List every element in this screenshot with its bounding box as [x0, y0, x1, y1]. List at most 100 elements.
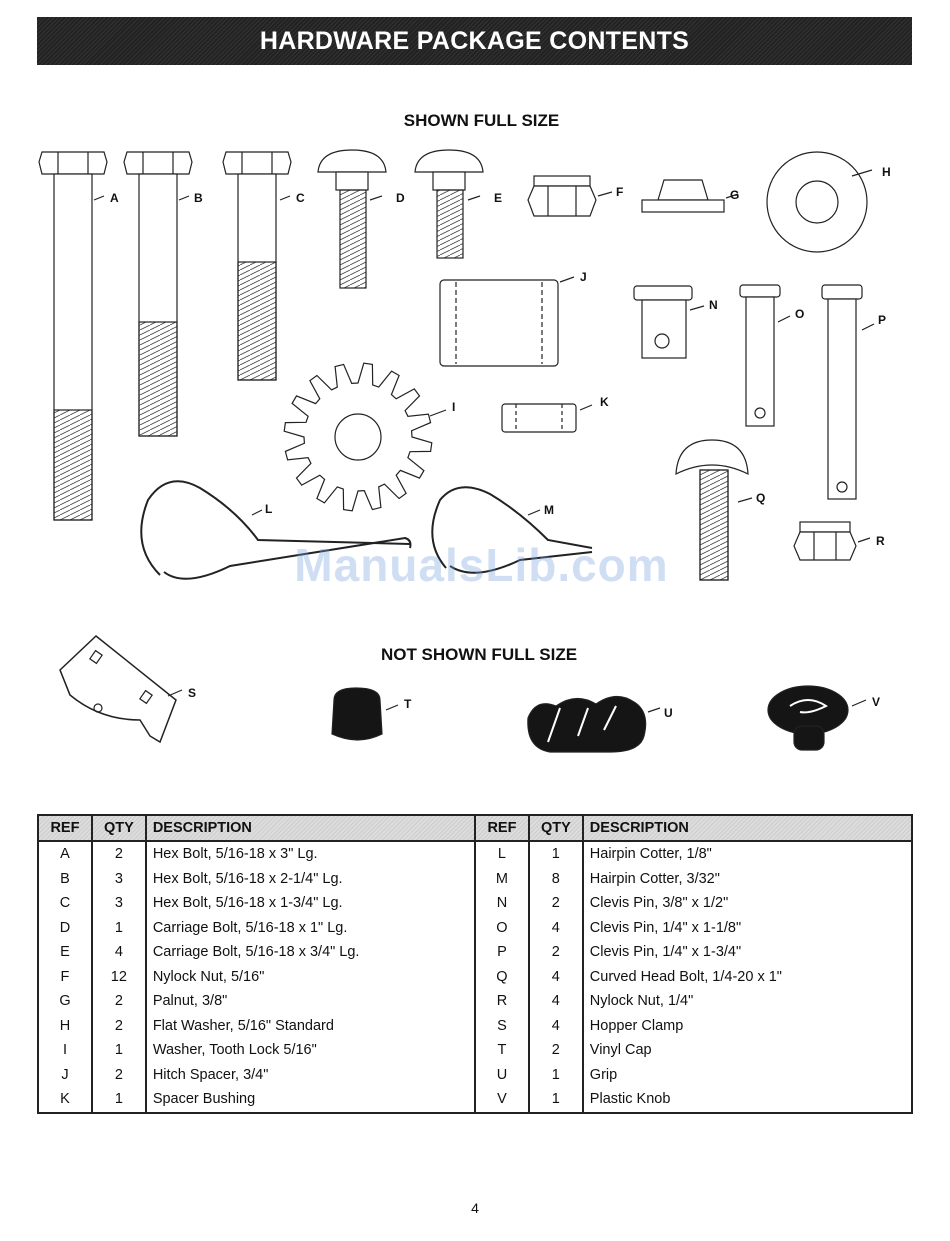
left-ref-cell: A	[37, 841, 93, 867]
left-desc-cell: Washer, Tooth Lock 5/16"	[144, 1038, 476, 1063]
page-title: HARDWARE PACKAGE CONTENTS	[259, 26, 690, 55]
page-number: 4	[471, 1200, 479, 1216]
left-desc-cell: Flat Washer, 5/16" Standard	[144, 1013, 476, 1038]
right-ref-cell: O	[473, 915, 530, 940]
label-t: T	[404, 697, 412, 711]
left-qty-cell: 3	[90, 891, 147, 916]
left-desc-cell: Hex Bolt, 5/16-18 x 1-3/4" Lg.	[144, 891, 476, 916]
hairpin-cotter-m-drawing	[431, 486, 593, 574]
right-desc-cell: Curved Head Bolt, 1/4-20 x 1"	[581, 964, 914, 989]
right-desc-cell: Grip	[581, 1062, 914, 1087]
left-ref-cell: G	[37, 989, 93, 1014]
right-ref-cell: U	[473, 1062, 530, 1087]
left-desc-cell: Palnut, 3/8"	[144, 989, 476, 1014]
left-desc-cell: Carriage Bolt, 5/16-18 x 1" Lg.	[144, 915, 476, 940]
title-banner: HARDWARE PACKAGE CONTENTS	[37, 17, 912, 65]
right-ref-cell: S	[473, 1013, 530, 1038]
left-ref-cell: C	[37, 891, 93, 916]
right-ref-cell: V	[473, 1087, 530, 1114]
right-desc-cell: Hopper Clamp	[581, 1013, 914, 1038]
right-ref-cell: P	[473, 940, 530, 965]
label-h: H	[882, 165, 891, 179]
header-qty-left: QTY	[90, 814, 147, 842]
header-ref-right: REF	[473, 814, 530, 842]
hopper-clamp-s-drawing	[59, 635, 183, 744]
header-description-left: DESCRIPTION	[144, 814, 476, 842]
label-k: K	[600, 395, 609, 409]
nylock-nut-f-drawing	[527, 175, 613, 217]
left-desc-cell: Spacer Bushing	[144, 1087, 476, 1114]
hex-bolt-b-drawing	[123, 151, 193, 437]
right-ref-cell: R	[473, 989, 530, 1014]
left-ref-cell: H	[37, 1013, 93, 1038]
left-qty-cell: 12	[90, 964, 147, 989]
right-qty-cell: 4	[527, 915, 584, 940]
left-qty-cell: 2	[90, 1062, 147, 1087]
right-ref-cell: T	[473, 1038, 530, 1063]
left-ref-cell: D	[37, 915, 93, 940]
header-ref-left: REF	[37, 814, 93, 842]
left-ref-cell: I	[37, 1038, 93, 1063]
flat-washer-h-drawing	[766, 151, 873, 253]
left-qty-cell: 2	[90, 1013, 147, 1038]
left-ref-cell: K	[37, 1087, 93, 1114]
right-qty-cell: 2	[527, 1038, 584, 1063]
curved-head-bolt-q-drawing	[675, 439, 753, 581]
left-qty-cell: 3	[90, 866, 147, 891]
label-v: V	[872, 695, 880, 709]
right-ref-cell: Q	[473, 964, 530, 989]
hairpin-cotter-l-drawing	[140, 480, 412, 580]
right-qty-cell: 2	[527, 940, 584, 965]
left-desc-cell: Hex Bolt, 5/16-18 x 3" Lg.	[144, 841, 476, 867]
label-r: R	[876, 534, 885, 548]
label-c: C	[296, 191, 305, 205]
left-desc-cell: Carriage Bolt, 5/16-18 x 3/4" Lg.	[144, 940, 476, 965]
label-u: U	[664, 706, 673, 720]
left-desc-cell: Hitch Spacer, 3/4"	[144, 1062, 476, 1087]
table-header-row: REF QTY DESCRIPTION REF QTY DESCRIPTION	[37, 814, 914, 842]
left-desc-cell: Nylock Nut, 5/16"	[144, 964, 476, 989]
not-shown-full-size-heading: NOT SHOWN FULL SIZE	[380, 645, 578, 664]
right-ref-cell: M	[473, 866, 530, 891]
clevis-pin-o-drawing	[739, 284, 791, 427]
tooth-lock-washer-i-drawing	[283, 362, 447, 512]
left-ref-cell: E	[37, 940, 93, 965]
label-m: M	[544, 503, 554, 517]
label-l: L	[265, 502, 272, 516]
label-s: S	[188, 686, 196, 700]
label-g: G	[730, 188, 739, 202]
plastic-knob-v-drawing	[767, 685, 867, 751]
vinyl-cap-t-drawing	[331, 687, 399, 741]
left-ref-cell: J	[37, 1062, 93, 1087]
hex-bolt-a-drawing	[38, 151, 108, 521]
label-d: D	[396, 191, 405, 205]
carriage-bolt-e-drawing	[414, 149, 484, 259]
label-q: Q	[756, 491, 765, 505]
label-o: O	[795, 307, 804, 321]
right-ref-cell: N	[473, 891, 530, 916]
label-a: A	[110, 191, 119, 205]
label-f: F	[616, 185, 623, 199]
parts-table: REF QTY DESCRIPTION REF QTY DESCRIPTION …	[37, 814, 914, 1114]
right-desc-cell: Hairpin Cotter, 1/8"	[581, 841, 914, 867]
right-desc-cell: Clevis Pin, 3/8" x 1/2"	[581, 891, 914, 916]
left-qty-cell: 1	[90, 1038, 147, 1063]
left-qty-cell: 1	[90, 1087, 147, 1114]
label-i: I	[452, 400, 455, 414]
left-qty-cell: 2	[90, 841, 147, 867]
right-qty-cell: 2	[527, 891, 584, 916]
right-desc-cell: Clevis Pin, 1/4" x 1-3/4"	[581, 940, 914, 965]
left-ref-cell: F	[37, 964, 93, 989]
label-p: P	[878, 313, 886, 327]
left-qty-cell: 2	[90, 989, 147, 1014]
